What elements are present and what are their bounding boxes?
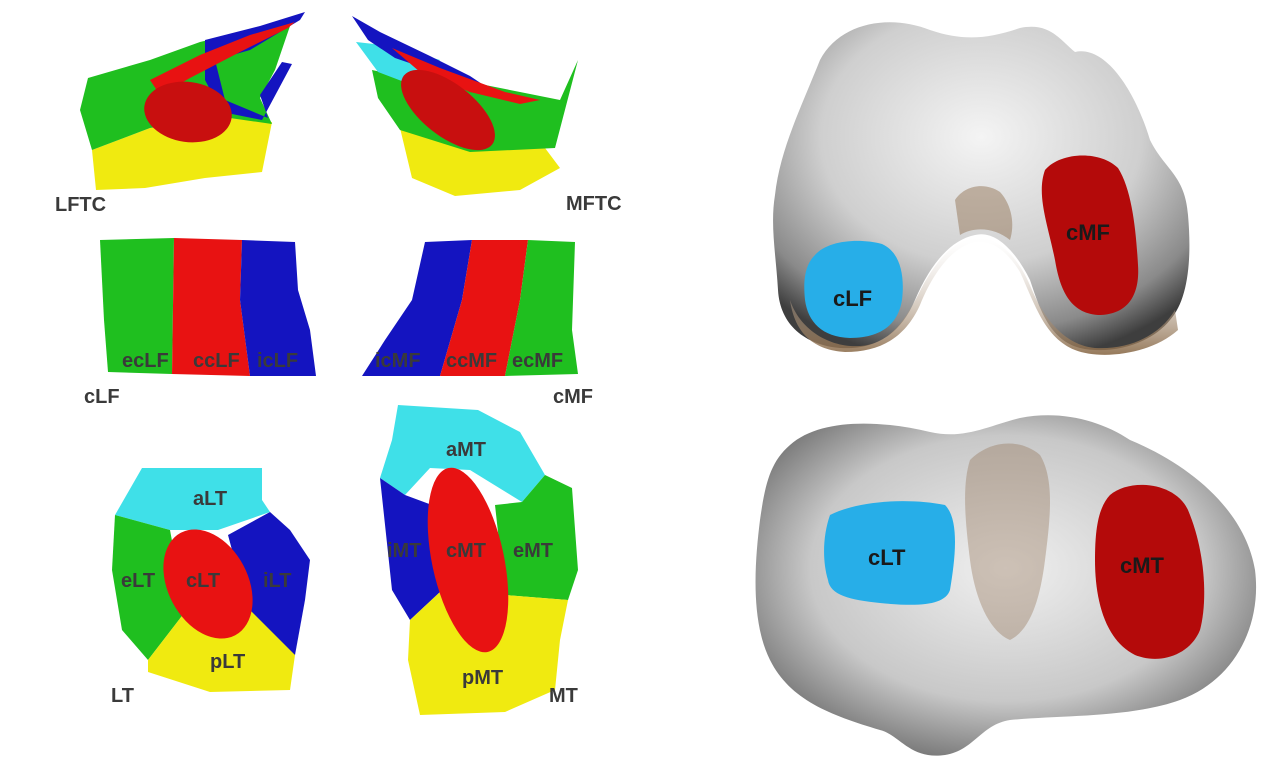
cmf-bone-label: cMF [1066,220,1110,245]
femur-flat-panel: ecLF ccLF icLF icMF ccMF ecMF cLF cMF [84,238,593,408]
mt-flat-label: MT [549,685,578,707]
cmt-bone-label: cMT [1120,553,1165,578]
tibia-bone-panel: cLT cMT [756,415,1257,755]
plt-label: pLT [210,651,245,673]
iclf-label: icLF [257,350,298,372]
clf-bone-label: cLF [833,286,872,311]
elt-label: eLT [121,570,155,592]
eclf-label: ecLF [122,350,169,372]
lt-flat-label: LT [111,685,134,707]
tibia-flat-panel: aLT eLT cLT iLT pLT aMT iMT cMT eMT pMT … [111,405,578,715]
clt-label: cLT [186,570,220,592]
mftc-label: MFTC [566,193,622,215]
emt-label: eMT [513,540,553,562]
lt-flat-map: aLT eLT cLT iLT pLT [112,468,310,692]
ccmf-label: ccMF [446,350,497,372]
pmt-label: pMT [462,667,503,689]
icmf-label: icMF [375,350,421,372]
femur-bone-panel: cMF cLF [773,22,1189,355]
cmf-flat-label: cMF [553,386,593,408]
ecmf-label: ecMF [512,350,563,372]
clt-bone-label: cLT [868,545,906,570]
amt-label: aMT [446,439,486,461]
clf-flat-label: cLF [84,386,120,408]
cmt-label: cMT [446,540,486,562]
cclf-label: ccLF [193,350,240,372]
cmf-flat-map: icMF ccMF ecMF [362,240,578,376]
clf-flat-map: ecLF ccLF icLF [100,238,316,376]
femur-3d-panel: LFTC MFTC [55,12,622,216]
ilt-label: iLT [263,570,292,592]
mt-flat-map: aMT iMT cMT eMT pMT [380,405,578,715]
mftc-surface [352,16,578,196]
lftc-surface [80,12,305,190]
lftc-label: LFTC [55,194,106,216]
alt-label: aLT [193,488,227,510]
imt-label: iMT [387,540,421,562]
